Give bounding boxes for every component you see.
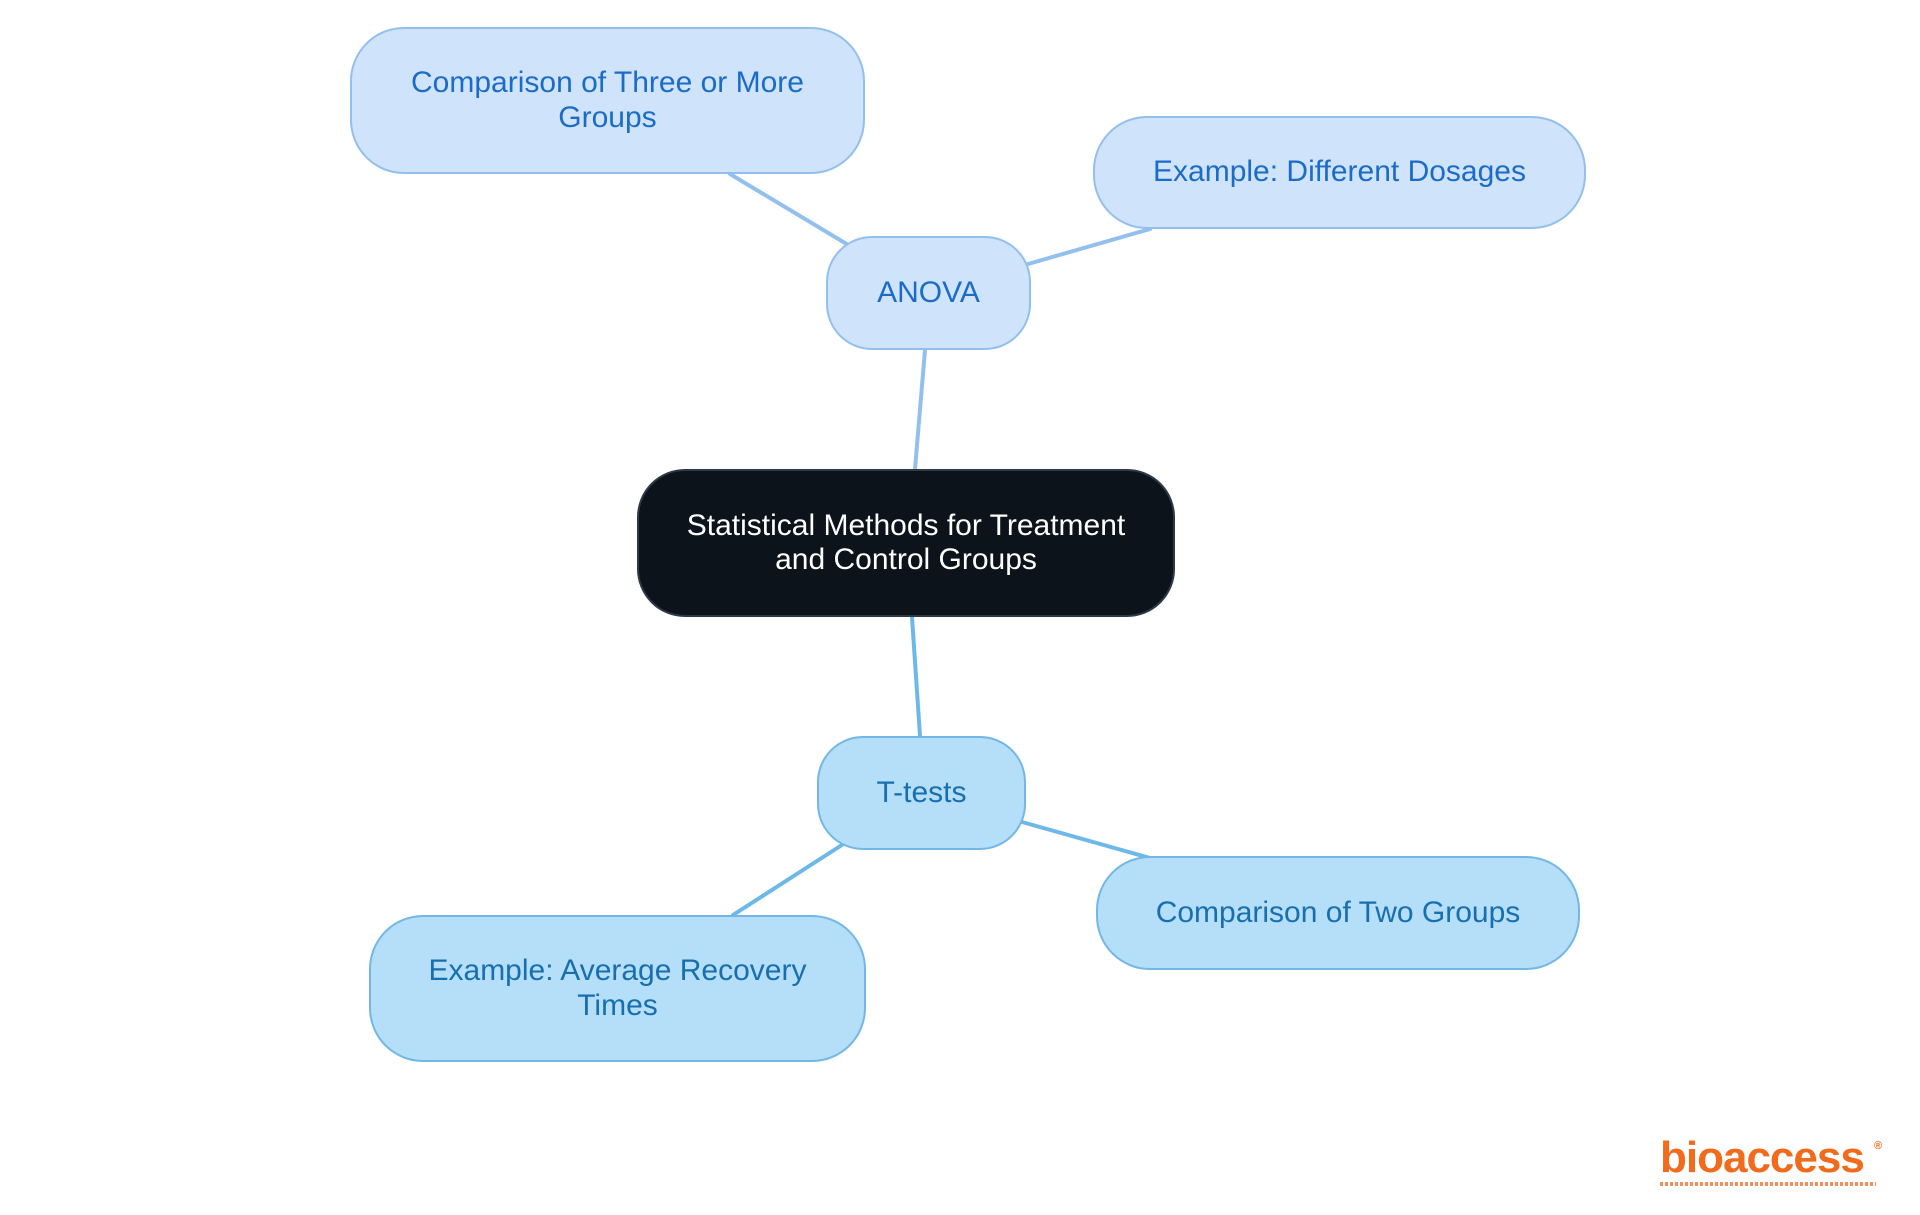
leaf-node-label: Example: Average Recovery Times [428, 954, 807, 1022]
leaf-node-label: Comparison of Three or More Groups [411, 66, 804, 134]
edge-ttests-recovery [731, 841, 847, 917]
leaf-node-different-dosages: Example: Different Dosages [1093, 116, 1586, 229]
edge-anova-three-groups [728, 172, 852, 248]
edge-anova-dosages [1026, 227, 1152, 266]
leaf-node-recovery-times: Example: Average Recovery Times [369, 915, 866, 1062]
edge-root-ttests [910, 615, 922, 738]
leaf-node-label: Example: Different Dosages [1153, 155, 1526, 189]
leaf-node-label: Comparison of Two Groups [1155, 895, 1521, 929]
registered-mark: ® [1874, 1140, 1883, 1152]
root-node-label: Statistical Methods for Treatment and Co… [686, 508, 1126, 577]
logo-tagline [1660, 1182, 1876, 1186]
branch-node-anova: ANOVA [826, 236, 1031, 350]
edge-root-anova [913, 348, 927, 471]
bioaccess-logo: bioaccess ® [1660, 1133, 1883, 1190]
edge-ttests-two-groups [1020, 820, 1152, 860]
branch-node-label: ANOVA [877, 275, 980, 309]
leaf-node-three-groups: Comparison of Three or More Groups [350, 27, 865, 174]
root-node: Statistical Methods for Treatment and Co… [637, 469, 1175, 617]
branch-node-ttests: T-tests [817, 736, 1026, 850]
branch-node-label: T-tests [876, 775, 967, 809]
leaf-node-two-groups: Comparison of Two Groups [1096, 856, 1580, 970]
logo-wordmark: bioaccess [1660, 1133, 1865, 1182]
